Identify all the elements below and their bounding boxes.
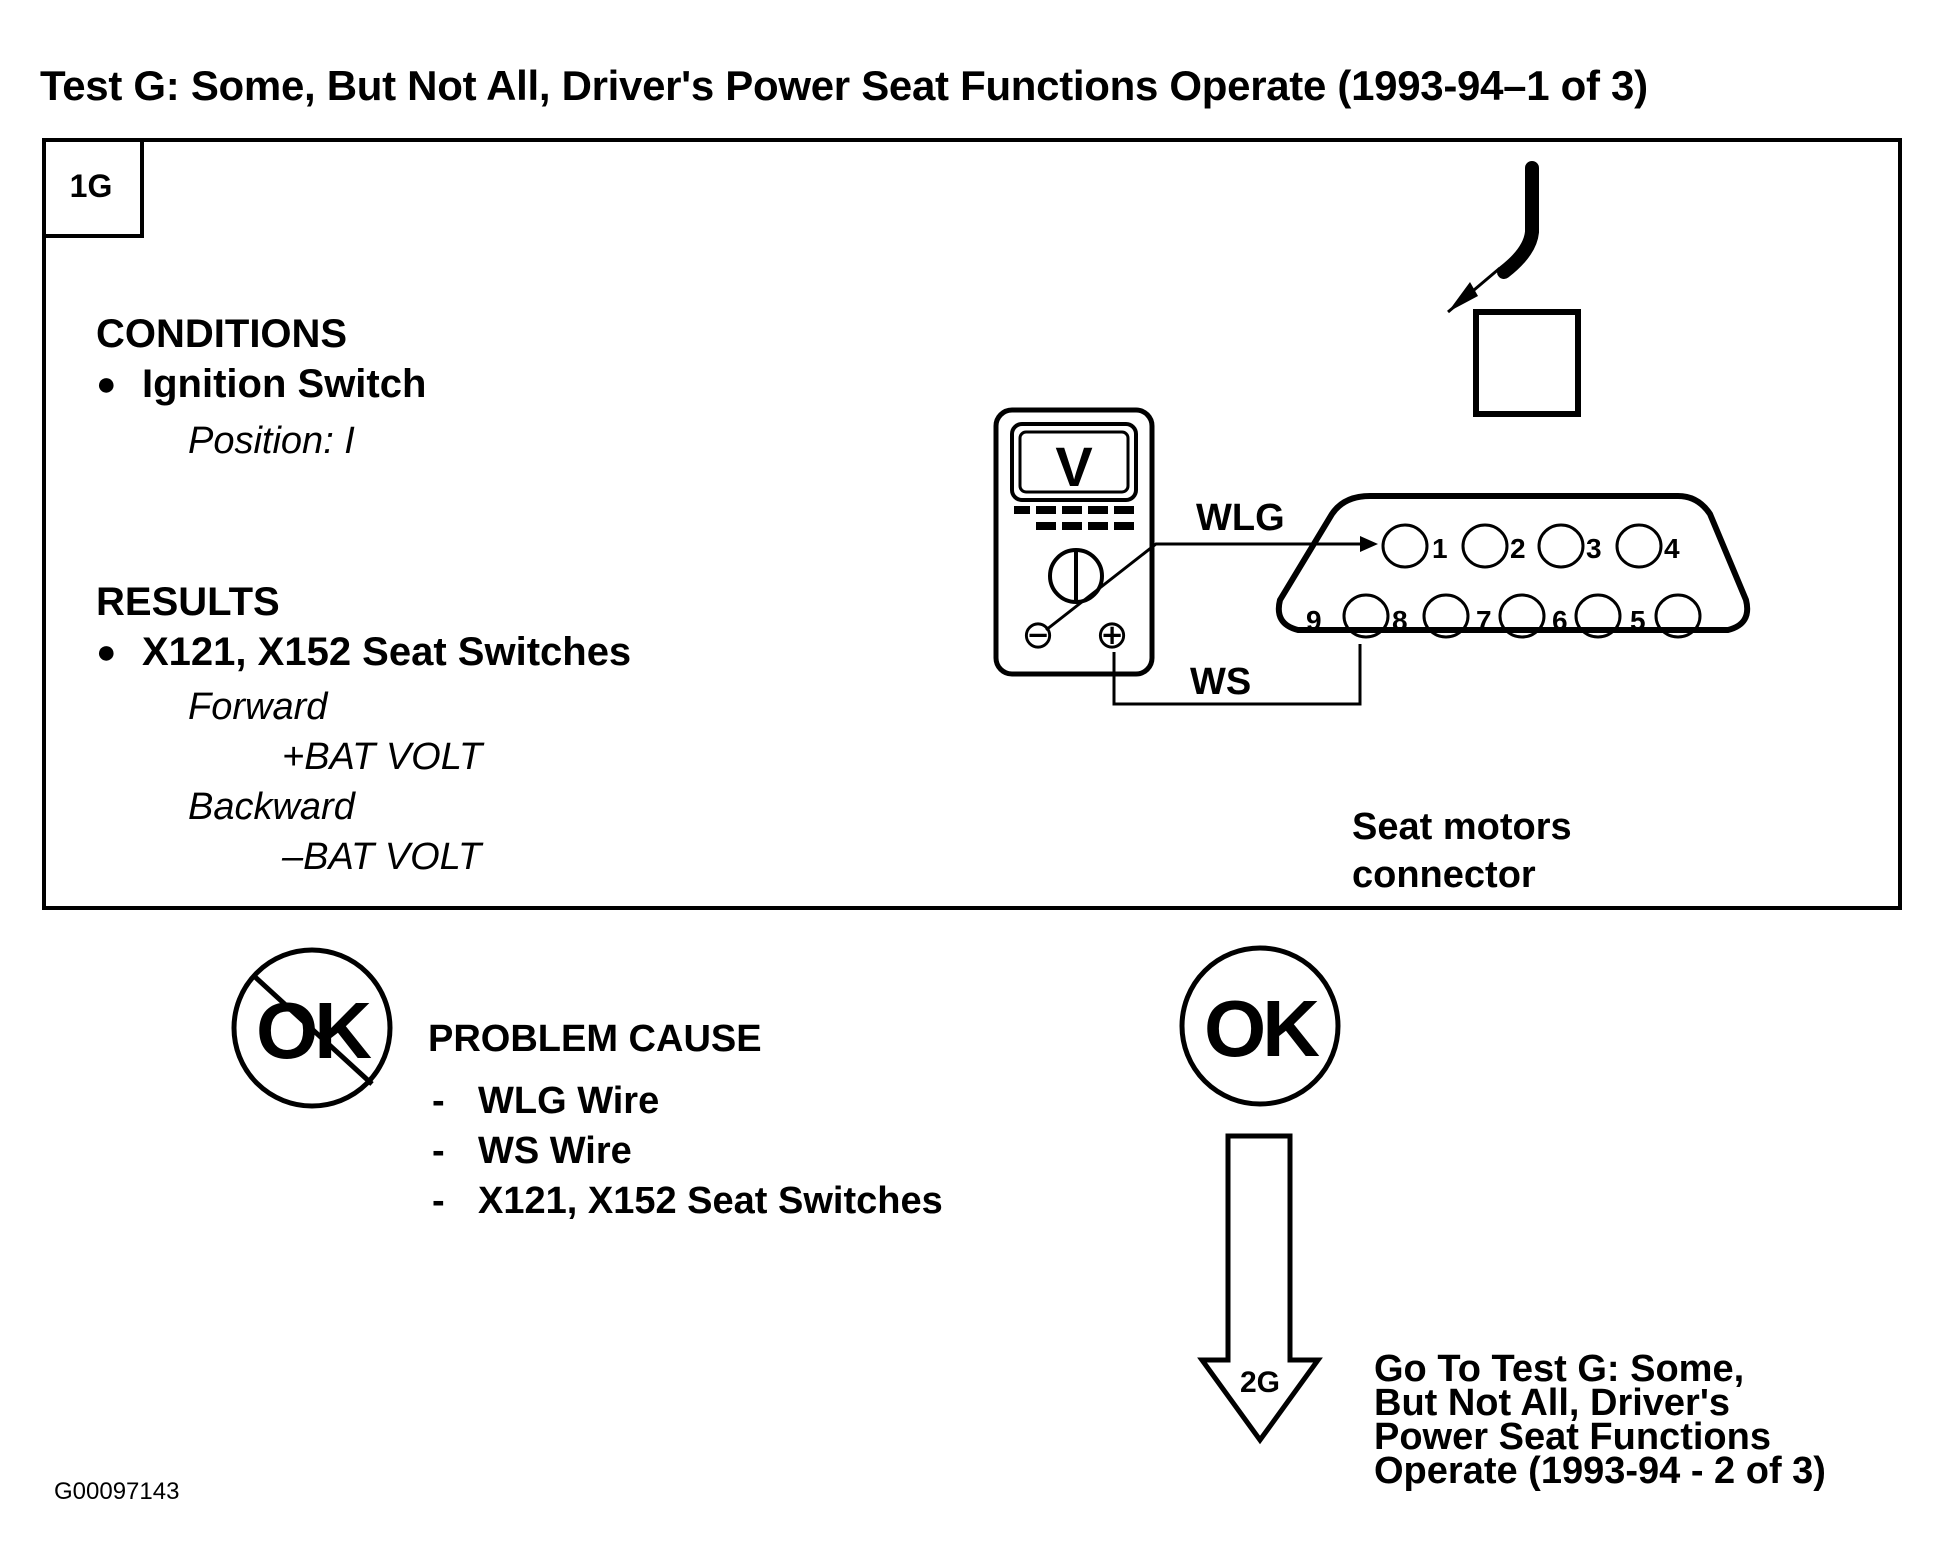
multimeter-icon <box>993 407 1155 677</box>
ok-badge-text: OK <box>1204 984 1320 1073</box>
problem-cause-item: X121, X152 Seat Switches <box>432 1180 943 1223</box>
ws-wire-label: WS <box>1190 661 1251 703</box>
next-step-label: 2G <box>1240 1366 1280 1399</box>
pin-label-4: 4 <box>1664 533 1680 564</box>
conditions-item: Ignition Switch <box>96 362 426 407</box>
pin-label-9: 9 <box>1306 605 1322 636</box>
pin-label-7: 7 <box>1476 605 1492 636</box>
pin-label-2: 2 <box>1510 533 1526 564</box>
conditions-heading: CONDITIONS <box>96 312 348 356</box>
connector-caption-line2: connector <box>1352 854 1536 896</box>
next-step-text-line: But Not All, Driver's <box>1374 1382 1731 1424</box>
seat-motors-connector-icon <box>1275 493 1751 639</box>
conditions-detail: Position: I <box>188 420 355 462</box>
problem-cause-item: WS Wire <box>432 1130 632 1173</box>
pin-label-6: 6 <box>1552 605 1568 636</box>
problem-cause-heading: PROBLEM CAUSE <box>428 1018 762 1060</box>
not-ok-icon <box>231 947 393 1109</box>
negative-terminal-icon: ⊖ <box>1021 613 1055 657</box>
results-heading: RESULTS <box>96 580 280 624</box>
pin-label-1: 1 <box>1432 533 1448 564</box>
result-backward-value: –BAT VOLT <box>282 836 482 878</box>
problem-cause-item: WLG Wire <box>432 1080 659 1123</box>
probe-icon <box>1447 161 1581 417</box>
connector-pin-labels: 1 2 3 4 9 8 7 6 5 <box>1306 533 1680 636</box>
pin-label-8: 8 <box>1392 605 1408 636</box>
next-step-arrow-icon <box>1197 1133 1323 1445</box>
page-title: Test G: Some, But Not All, Driver's Powe… <box>40 62 1648 109</box>
pin-label-3: 3 <box>1586 533 1602 564</box>
ok-icon <box>1179 945 1341 1107</box>
result-backward-label: Backward <box>188 786 355 828</box>
meter-display-text: V <box>1055 435 1092 498</box>
test-leads <box>1045 536 1378 706</box>
wlg-wire-label: WLG <box>1196 497 1285 539</box>
next-step-text-line: Operate (1993-94 - 2 of 3) <box>1374 1450 1826 1492</box>
test-step-panel <box>42 138 1902 910</box>
step-label: 1G <box>42 138 144 238</box>
next-step-text-line: Go To Test G: Some, <box>1374 1348 1745 1390</box>
not-ok-badge-text: OK <box>256 986 372 1075</box>
result-forward-label: Forward <box>188 686 328 728</box>
result-forward-value: +BAT VOLT <box>282 736 483 778</box>
next-step-text-line: Power Seat Functions <box>1374 1416 1771 1458</box>
results-item: X121, X152 Seat Switches <box>96 630 631 675</box>
document-id: G00097143 <box>54 1478 180 1505</box>
positive-terminal-icon: ⊕ <box>1095 613 1129 657</box>
connector-caption-line1: Seat motors <box>1352 806 1572 848</box>
pin-label-5: 5 <box>1630 605 1646 636</box>
